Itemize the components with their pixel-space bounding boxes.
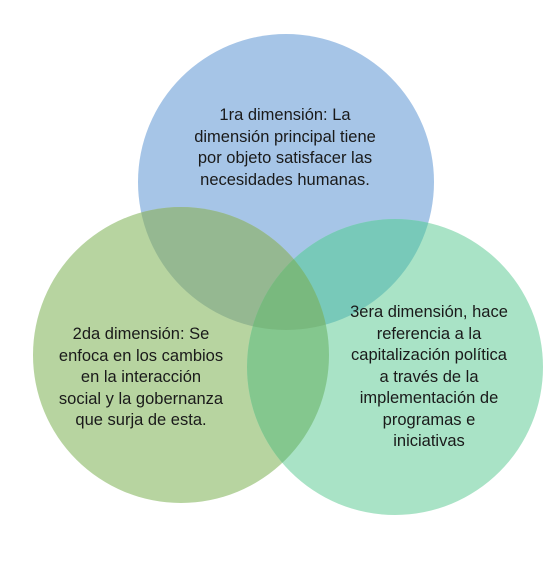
dimension-1-label: 1ra dimensión: La dimensión principal ti… [194, 106, 376, 189]
dimension-2-label: 2da dimensión: Se enfoca en los cambios … [58, 325, 224, 429]
overlap-top-left [138, 207, 329, 330]
overlap-top-right [247, 219, 434, 330]
dimension-3-label: 3era dimensión, hace referencia a la cap… [350, 303, 508, 450]
